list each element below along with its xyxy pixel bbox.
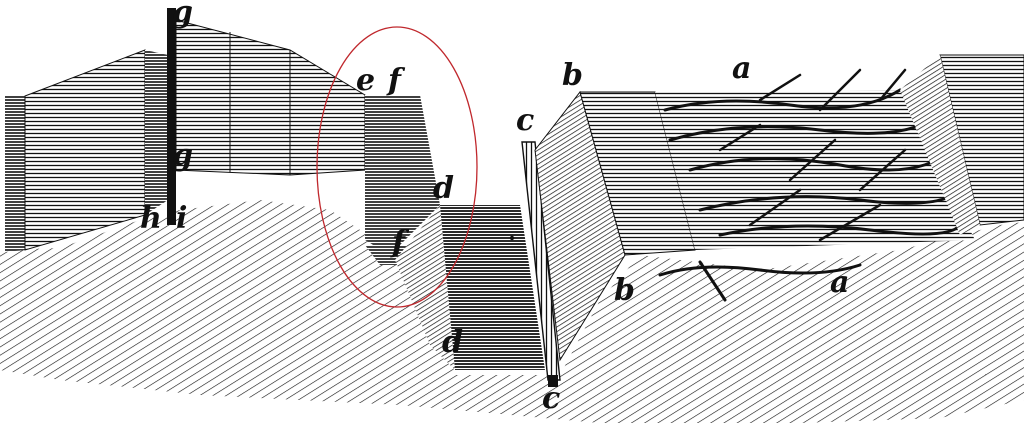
- trench-floor: [440, 205, 545, 370]
- label-d-top: d: [433, 171, 454, 206]
- left-bank-side: [145, 50, 168, 215]
- fascine-revetment: [521, 141, 561, 381]
- label-h: h: [140, 201, 162, 236]
- parapet-face: [175, 19, 366, 176]
- label-b-top: b: [562, 58, 583, 93]
- trench-left-slope: [395, 205, 455, 370]
- label-g-top: g: [172, 0, 193, 30]
- brush-bed: [655, 90, 975, 250]
- label-b-bottom: b: [614, 273, 635, 308]
- label-a-top: a: [732, 51, 751, 86]
- label-d-bottom: d: [442, 325, 463, 360]
- label-c-top: c: [516, 103, 534, 138]
- label-e: e: [356, 63, 375, 98]
- brushwood-pile: [658, 68, 962, 302]
- right-far-bank-slope: [900, 55, 980, 235]
- parapet-slope: [365, 95, 440, 255]
- ground-mass: [0, 200, 1024, 423]
- left-back-wall: [5, 96, 25, 252]
- label-i: i: [176, 201, 187, 236]
- right-far-bank-top: [939, 54, 1024, 226]
- revetment-post-g: [167, 8, 176, 225]
- label-c-bottom: c: [542, 381, 560, 416]
- label-g-mid: g: [172, 138, 193, 173]
- label-a-bottom: a: [830, 265, 849, 300]
- left-raised-bank: [24, 49, 146, 251]
- label-f-top: f: [386, 63, 406, 98]
- highlight-ellipse: [316, 26, 478, 308]
